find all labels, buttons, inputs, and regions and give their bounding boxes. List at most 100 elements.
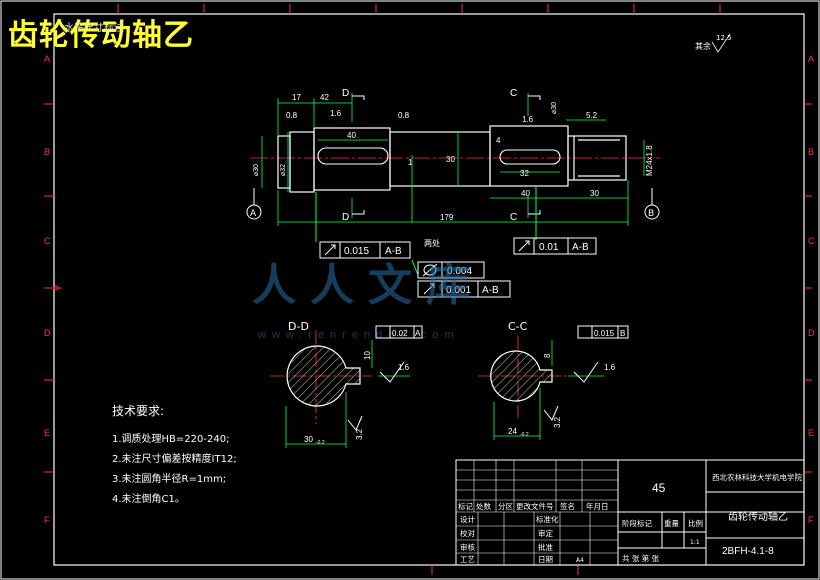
dim-dia-left: ⌀30 (253, 164, 260, 176)
zone-letter: B (808, 147, 814, 157)
sheets-label: 共 张 第 张 (622, 553, 660, 563)
zone-letter: F (808, 515, 814, 525)
section-dd-rough: 1.6 (398, 363, 410, 372)
scale-value: 1:1 (690, 539, 700, 546)
title-block: 标记 处数 分区 更改文件号 签名 年月日 设计 校对 审核 工艺 标准化 审定… (455, 459, 805, 566)
dim-30-thread: 30 (590, 189, 599, 198)
dim-0-8-right: 0.8 (398, 111, 410, 120)
mid-role-label: 日期 (538, 555, 553, 564)
zone-letter: A (808, 54, 814, 64)
tol-cyl-value: 0.004 (447, 266, 472, 277)
dim-4: 4 (496, 136, 501, 145)
keyway-slots (317, 147, 561, 165)
section-dd-datum: A (415, 329, 421, 338)
roughness-other-label: 其余 (695, 41, 711, 51)
datum-a-circle (246, 204, 262, 220)
section-cc-side: 3.2 (553, 416, 562, 428)
tol-left-frame (319, 241, 411, 259)
dim-0-8-left: 0.8 (286, 111, 298, 120)
rev-header: 签名 (560, 501, 575, 511)
material-value: 45 (652, 481, 666, 495)
datum-b-circle (644, 204, 660, 220)
zone-letter: B (44, 147, 50, 157)
tol-left-value: 0.015 (344, 246, 369, 257)
rev-header: 处数 (476, 501, 491, 511)
requirement-item: 1.调质处理HB=220-240; (112, 434, 230, 445)
section-dd-depth: 10 (363, 351, 372, 360)
requirements-heading: 技术要求: (112, 404, 165, 418)
mid-role-label: 审定 (538, 528, 553, 538)
zone-letter: D (44, 328, 51, 338)
tol-left-datum: A-B (385, 246, 402, 257)
role-label: 审核 (460, 542, 475, 552)
mid-role-label: 标准化 (536, 514, 559, 524)
datum-a-label: A (250, 209, 257, 219)
tol-runout-value: 0.001 (446, 285, 471, 296)
zone-letter: E (808, 428, 814, 438)
section-cc: C-C 0.015 B 1.6 8 24 -0.2 3.2 (478, 320, 629, 440)
dim-1: 1 (408, 158, 413, 167)
rev-header: 分区 (498, 502, 513, 511)
page-title: 齿轮传动轴乙 (8, 18, 194, 53)
section-cc-rough: 1.6 (604, 363, 616, 372)
watermark: 人人文库 www.renrendoc.com (252, 260, 484, 341)
requirement-item: 2.未注尺寸偏差按精度IT12; (112, 454, 237, 465)
dim-179: 179 (440, 213, 454, 222)
shaft-view: D D C C 17 42 0.8 0.8 1.6 1.6 40 4 5.2 1… (246, 88, 660, 226)
dim-42: 42 (320, 93, 329, 102)
zone-letter: E (44, 428, 50, 438)
zone-letter: F (44, 515, 50, 525)
section-dd-side: 3.2 (355, 428, 364, 440)
dim-keyway-40: 40 (347, 131, 356, 140)
zone-letter: D (808, 328, 815, 338)
dim-32: 32 (520, 169, 529, 178)
tolerance-frames: 0.015 A-B 0.01 A-B 0.004 0.001 A-B 两处 (315, 186, 597, 298)
dim-30: 30 (446, 155, 455, 164)
zone-letters-right: A B C D E F (808, 54, 815, 525)
section-cc-depth: 8 (543, 353, 552, 358)
zone-letter: A (44, 54, 50, 64)
tol-two-places-label: 两处 (424, 238, 440, 248)
tol-right-datum: A-B (572, 242, 589, 253)
school-name: 西北农林科技大学机电学院 (712, 472, 802, 482)
weight-label: 重量 (664, 519, 679, 528)
section-dd: D-D 0.02 A 1.6 10 30 -0.2 3.2 (270, 320, 423, 448)
dim-17: 17 (292, 93, 301, 102)
zone-ticks (44, 4, 812, 575)
datum-b-label: B (648, 209, 654, 219)
section-dd-width: 30 (304, 435, 313, 444)
section-mark-c-bottom: C (510, 212, 517, 223)
section-cc-sym: 0.015 (594, 329, 615, 338)
dim-1-6-left: 1.6 (330, 109, 342, 118)
requirement-item: 3.未注圆角半径R=1mm; (112, 474, 227, 485)
dim-dia-left2: ⌀32 (280, 164, 287, 176)
tol-runout-datum: A-B (482, 285, 499, 296)
zone-letters-left: A B C D E F (44, 54, 51, 525)
section-cc-label: C-C (508, 320, 528, 333)
dim-5-2: 5.2 (586, 111, 598, 120)
drawing-number: 2BFH-4.1-8 (722, 546, 774, 557)
shaft-outline (277, 125, 627, 193)
tol-center-leader (411, 259, 419, 276)
dimension-tag-label: 水平尺寸标注 (64, 23, 124, 34)
requirement-item: 4.未注倒角C1。 (112, 494, 185, 505)
section-cc-width-tol: -0.2 (520, 432, 529, 438)
zone-letter: C (808, 236, 815, 246)
section-cc-datum: B (620, 329, 625, 338)
scale-label: 比例 (688, 518, 703, 528)
watermark-text: 人人文库 (252, 260, 484, 311)
zone-letter: C (44, 236, 51, 246)
dim-thread: M24x1.8 (645, 145, 654, 176)
tol-right-value: 0.01 (539, 242, 559, 253)
center-mark-left (50, 285, 62, 291)
tol-runout-frame (417, 280, 511, 298)
section-mark-d-top: D (342, 88, 349, 99)
mid-role-label: 批准 (538, 542, 553, 552)
section-dd-width-tol: -0.2 (316, 440, 325, 446)
roughness-other-value: 12.5 (716, 34, 732, 42)
section-dd-sym: 0.02 (392, 329, 408, 338)
tol-cyl-frame (417, 261, 485, 279)
dim-dia-right: ⌀30 (551, 102, 558, 114)
